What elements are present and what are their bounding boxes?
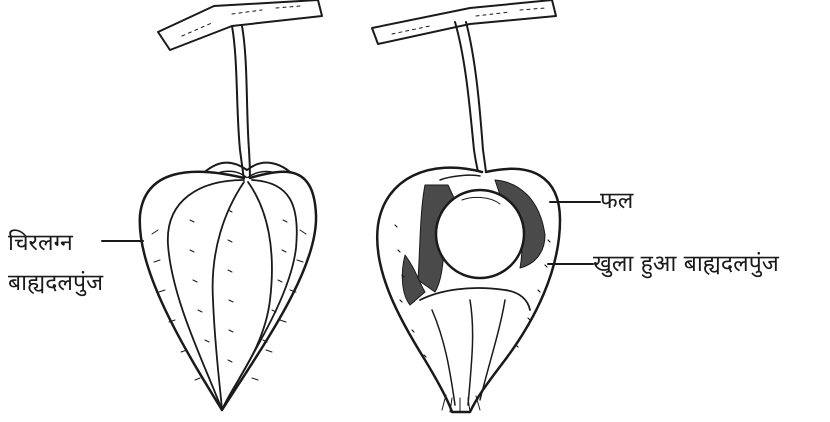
label-persistent-calyx-line1: चिरलग्न [8, 232, 73, 255]
label-opened-calyx: खुला हुआ बाह्यदलपुंज [593, 253, 779, 276]
closed-calyx-illustration [140, 0, 322, 410]
opened-calyx-illustration [372, 0, 560, 412]
label-persistent-calyx-line2: बाह्यदलपुंज [8, 272, 103, 295]
label-fruit: फल [600, 190, 633, 213]
